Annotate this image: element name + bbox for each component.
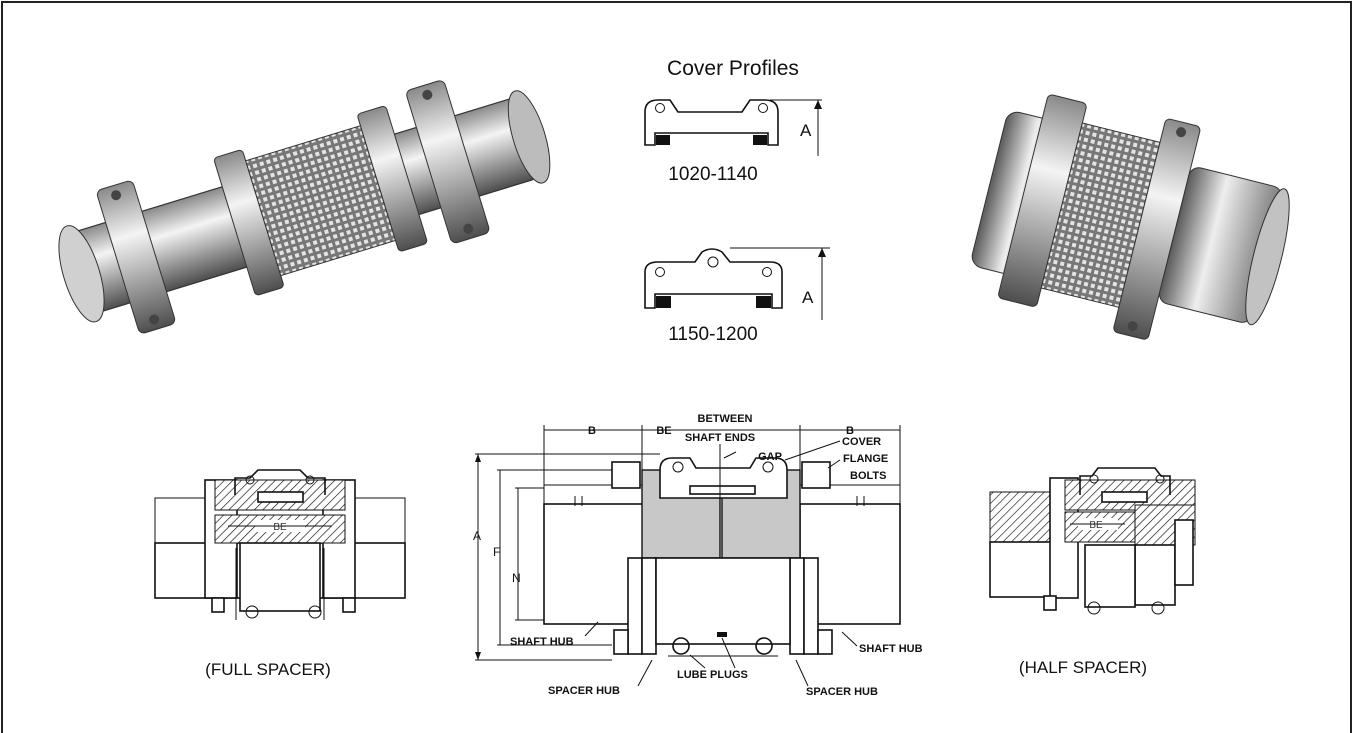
- full-spacer-drawing: BE (FULL SPACER): [154, 469, 406, 679]
- label-lube-plugs: LUBE PLUGS: [677, 669, 748, 681]
- label-between: BETWEEN: [698, 413, 753, 425]
- label-spacer-hub-left: SPACER HUB: [548, 685, 620, 697]
- profile-1-code: 1020-1140: [668, 164, 757, 185]
- dim-b-left: B: [588, 425, 596, 437]
- half-spacer-drawing: BE (HALF SPACER): [989, 467, 1196, 677]
- label-cover: COVER: [842, 436, 881, 448]
- label-shaft-ends: SHAFT ENDS: [685, 432, 755, 444]
- dim-a: A: [473, 529, 481, 543]
- dim-n: N: [512, 571, 521, 585]
- center-section-drawing: A F N B BE B BETWEEN SHAFT ENDS GAP COVE…: [473, 413, 923, 698]
- profile-1-dim-a: A: [800, 121, 812, 140]
- full-spacer-caption: (FULL SPACER): [205, 660, 331, 679]
- label-shaft-hub-right: SHAFT HUB: [859, 643, 923, 655]
- label-bolts: BOLTS: [850, 470, 886, 482]
- full-spacer-be-label: BE: [273, 522, 287, 533]
- dim-f: F: [493, 545, 500, 559]
- half-spacer-be-label: BE: [1089, 520, 1103, 531]
- profile-2-code: 1150-1200: [668, 324, 757, 345]
- dim-b-right: B: [846, 425, 854, 437]
- label-spacer-hub-right: SPACER HUB: [806, 686, 878, 698]
- full-spacer-coupling-photo: [58, 80, 551, 334]
- half-spacer-coupling-photo: [971, 94, 1290, 340]
- label-flange: FLANGE: [843, 453, 888, 465]
- cover-profile-1150-1200: A 1150-1200: [644, 247, 830, 345]
- cover-profile-1020-1140: A 1020-1140: [644, 99, 822, 185]
- cover-profiles-title: Cover Profiles: [667, 57, 799, 80]
- dim-be: BE: [656, 425, 671, 437]
- label-shaft-hub-left: SHAFT HUB: [510, 636, 574, 648]
- half-spacer-caption: (HALF SPACER): [1019, 658, 1147, 677]
- profile-2-dim-a: A: [802, 288, 814, 307]
- label-gap: GAP: [758, 451, 782, 463]
